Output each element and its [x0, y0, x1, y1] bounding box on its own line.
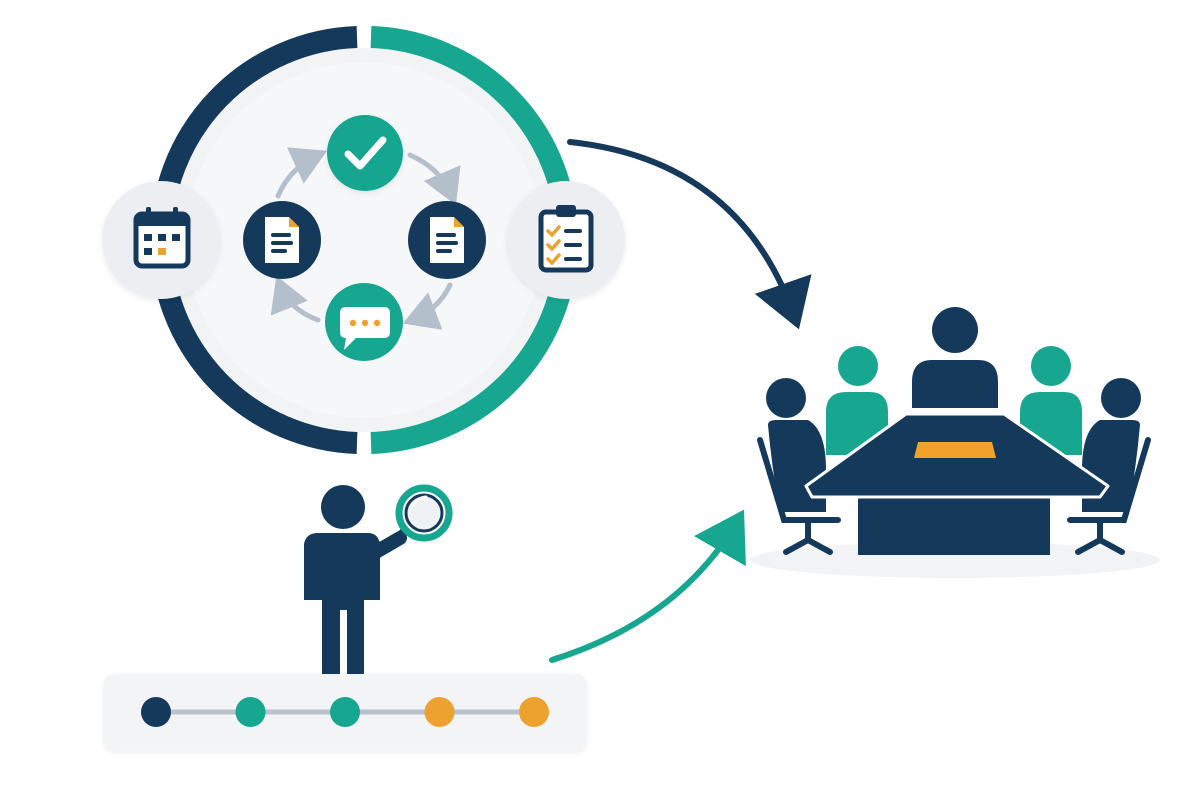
timeline-dot-1	[141, 697, 171, 727]
analyst-with-magnifier	[304, 484, 453, 675]
cycle-node-check	[327, 115, 403, 191]
document-icon	[430, 217, 464, 263]
timeline-dot-2	[235, 697, 266, 727]
cycle-node-document-left	[243, 201, 321, 279]
chair-right	[1067, 437, 1151, 555]
chat-bubble-icon	[340, 307, 390, 350]
magnifier-icon	[383, 484, 453, 553]
person-center	[912, 307, 998, 408]
timeline-panel	[104, 674, 586, 750]
meeting-room	[750, 307, 1160, 578]
timeline-dots	[141, 697, 549, 727]
timeline-dot-4	[424, 697, 455, 727]
side-badge-calendar	[102, 181, 220, 299]
side-badge-clipboard	[507, 181, 625, 299]
cycle-node-chat	[325, 283, 403, 361]
check-icon	[344, 136, 387, 170]
timeline-dot-5	[519, 697, 549, 727]
cycle-node-document-right	[408, 201, 486, 279]
chair-left	[757, 437, 841, 555]
floor-shadow	[750, 542, 1160, 578]
process-cycle	[102, 26, 625, 454]
document-icon	[265, 217, 299, 263]
cycle-flow-arrows	[270, 147, 461, 330]
conference-table-icon	[804, 412, 1110, 555]
arrow-cycle-to-meeting	[567, 139, 812, 330]
calendar-icon	[133, 207, 191, 269]
clipboard-checklist-icon	[538, 205, 594, 273]
timeline-dot-3	[330, 697, 360, 727]
arrow-timeline-to-meeting	[549, 509, 746, 663]
